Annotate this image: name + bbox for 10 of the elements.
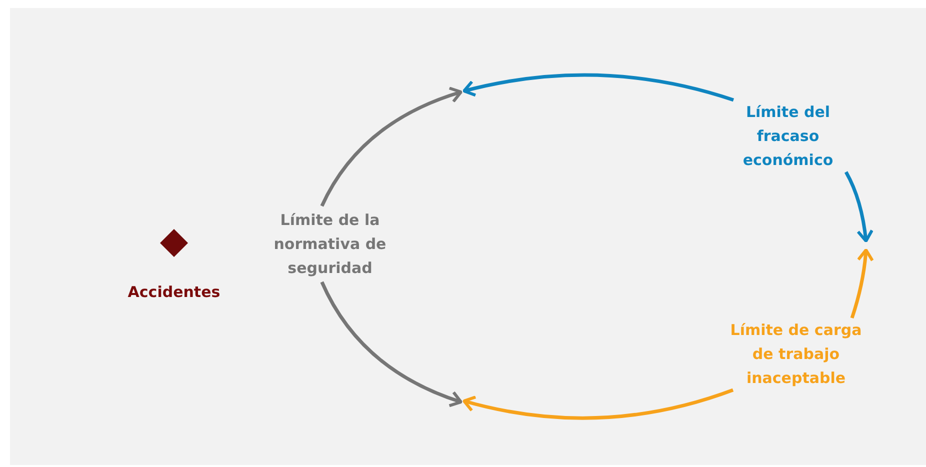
curved-arrow — [844, 171, 874, 242]
curved-arrow — [320, 86, 462, 207]
limit-label: Límite de carga de trabajo inaceptable — [729, 320, 863, 389]
node-caption: Accidentes — [126, 283, 222, 301]
curved-arrow — [850, 248, 874, 319]
limit-label: Límite del fracaso económico — [742, 102, 834, 171]
limit-label: Límite de la normativa de seguridad — [272, 210, 388, 279]
curved-arrow — [320, 281, 462, 407]
curved-arrow — [462, 73, 734, 102]
curved-arrow — [462, 388, 734, 420]
